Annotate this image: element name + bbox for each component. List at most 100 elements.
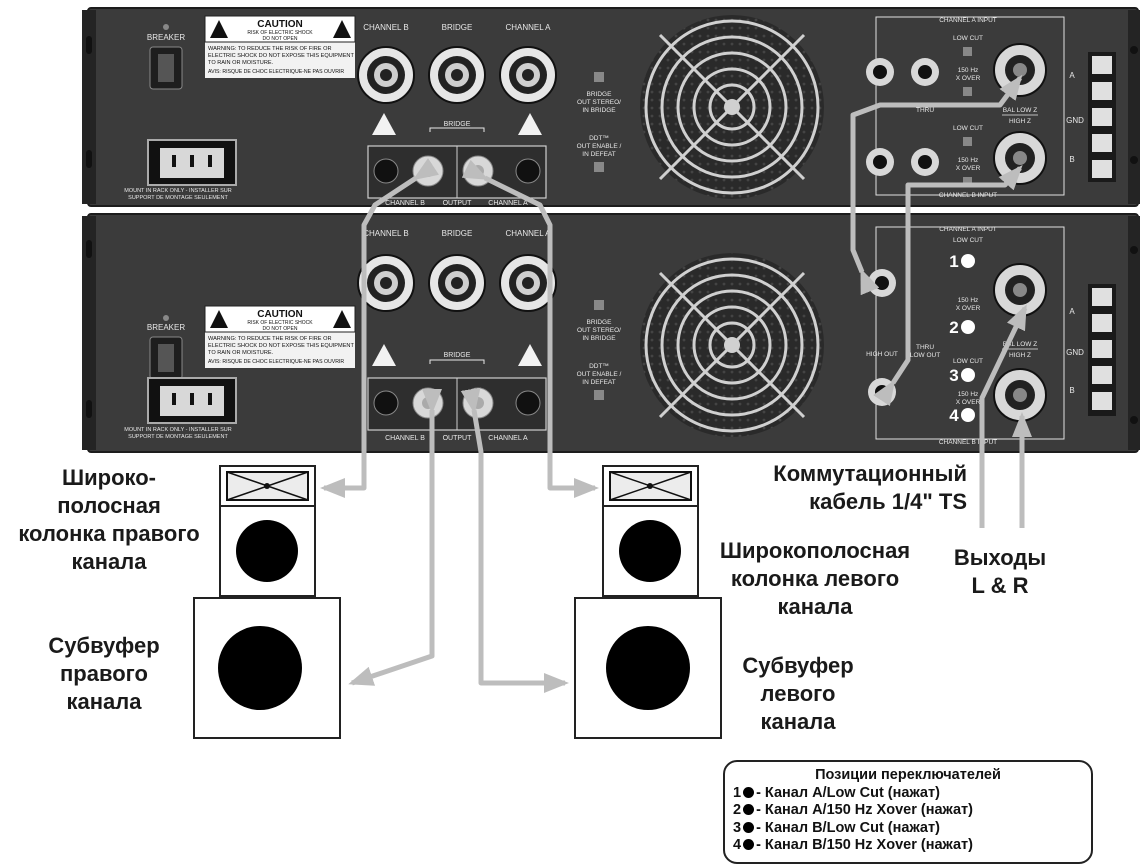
- svg-text:BREAKER: BREAKER: [147, 323, 185, 332]
- right-subwoofer: [194, 598, 340, 738]
- legend-item: 3- Канал B/Low Cut (нажат): [733, 820, 1083, 838]
- upper-jack-a-2[interactable]: [911, 58, 939, 86]
- left-subwoofer-label: Субвуфер левого канала: [718, 652, 878, 736]
- svg-text:DDT™: DDT™: [589, 363, 609, 370]
- upper-rack-ear-right: [1128, 10, 1140, 204]
- lower-high-out-jack[interactable]: [868, 269, 896, 297]
- svg-text:WARNING: TO REDUCE THE RISK OF: WARNING: TO REDUCE THE RISK OF FIRE OR: [208, 46, 332, 52]
- dot-icon: [743, 787, 754, 798]
- upper-jack-b-1[interactable]: [866, 148, 894, 176]
- svg-text:GND: GND: [1066, 116, 1084, 125]
- upper-speakon-bridge[interactable]: [429, 47, 485, 103]
- svg-text:OUTPUT: OUTPUT: [443, 200, 473, 207]
- svg-text:DDT™: DDT™: [589, 135, 609, 142]
- legend-item: 1- Канал A/Low Cut (нажат): [733, 785, 1083, 803]
- dot-icon: [743, 839, 754, 850]
- svg-text:CHANNEL B: CHANNEL B: [363, 229, 409, 238]
- svg-text:150 Hz: 150 Hz: [958, 297, 979, 304]
- upper-speakon-channel-a[interactable]: [500, 47, 556, 103]
- svg-text:IN DEFEAT: IN DEFEAT: [582, 379, 615, 386]
- svg-text:LOW CUT: LOW CUT: [953, 35, 983, 42]
- right-full-range-speaker: [220, 466, 315, 596]
- svg-text:X OVER: X OVER: [956, 305, 981, 312]
- right-subwoofer-label: Субвуфер правого канала: [20, 632, 188, 716]
- svg-text:150 Hz: 150 Hz: [958, 67, 979, 74]
- svg-text:DO NOT OPEN: DO NOT OPEN: [263, 36, 298, 42]
- svg-text:TO RAIN OR MOISTURE.: TO RAIN OR MOISTURE.: [208, 350, 274, 356]
- legend-title: Позиции переключателей: [733, 767, 1083, 785]
- lower-ddt-switch[interactable]: [594, 390, 604, 400]
- lower-xlr-a[interactable]: [994, 264, 1046, 316]
- svg-text:1: 1: [949, 252, 958, 271]
- svg-text:X OVER: X OVER: [956, 399, 981, 406]
- svg-text:LOW OUT: LOW OUT: [910, 352, 940, 359]
- svg-text:LOW CUT: LOW CUT: [953, 358, 983, 365]
- upper-breaker-label: BREAKER: [147, 33, 185, 42]
- svg-text:150 Hz: 150 Hz: [958, 391, 979, 398]
- upper-xlr-b[interactable]: [994, 132, 1046, 184]
- svg-text:DO NOT OPEN: DO NOT OPEN: [263, 326, 298, 332]
- svg-text:CHANNEL A: CHANNEL A: [488, 435, 528, 442]
- upper-ddt-switch[interactable]: [594, 162, 604, 172]
- switch-positions-legend: Позиции переключателей 1- Канал A/Low Cu…: [723, 760, 1093, 864]
- svg-text:A: A: [1069, 307, 1075, 316]
- svg-text:X OVER: X OVER: [956, 165, 981, 172]
- svg-text:THRU: THRU: [916, 107, 934, 114]
- svg-text:B: B: [1069, 155, 1074, 164]
- svg-text:OUTPUT: OUTPUT: [443, 435, 473, 442]
- svg-text:4: 4: [949, 406, 959, 425]
- dot-icon: [743, 804, 754, 815]
- svg-text:CHANNEL A: CHANNEL A: [505, 229, 551, 238]
- svg-text:AVIS: RISQUE DE CHOC ELECTRIQU: AVIS: RISQUE DE CHOC ELECTRIQUE-NE PAS O…: [208, 359, 344, 365]
- svg-text:3: 3: [949, 366, 958, 385]
- lower-fan: [640, 253, 824, 437]
- svg-text:HIGH OUT: HIGH OUT: [866, 351, 898, 358]
- left-full-range-speaker: [603, 466, 698, 596]
- upper-speakon-channel-b[interactable]: [358, 47, 414, 103]
- svg-text:IN DEFEAT: IN DEFEAT: [582, 151, 615, 158]
- upper-bridge-switch[interactable]: [594, 72, 604, 82]
- svg-text:BRIDGE: BRIDGE: [587, 319, 613, 326]
- lower-speakon-bridge[interactable]: [429, 255, 485, 311]
- svg-text:IN BRIDGE: IN BRIDGE: [582, 335, 616, 342]
- svg-text:ELECTRIC SHOCK DO NOT EXPOSE T: ELECTRIC SHOCK DO NOT EXPOSE THIS EQUIPM…: [208, 53, 354, 59]
- svg-text:BRIDGE: BRIDGE: [444, 121, 471, 128]
- svg-text:HIGH Z: HIGH Z: [1009, 118, 1031, 125]
- upper-fan: [640, 15, 824, 199]
- svg-text:LOW CUT: LOW CUT: [953, 237, 983, 244]
- svg-text:TO RAIN OR MOISTURE.: TO RAIN OR MOISTURE.: [208, 60, 274, 66]
- svg-text:CHANNEL A: CHANNEL A: [505, 23, 551, 32]
- svg-text:BRIDGE: BRIDGE: [442, 229, 473, 238]
- svg-text:THRU: THRU: [916, 344, 934, 351]
- svg-text:BRIDGE: BRIDGE: [442, 23, 473, 32]
- dot-icon: [743, 822, 754, 833]
- upper-xlr-a[interactable]: [994, 44, 1046, 96]
- svg-text:ELECTRIC SHOCK DO NOT EXPOSE T: ELECTRIC SHOCK DO NOT EXPOSE THIS EQUIPM…: [208, 343, 354, 349]
- upper-low-cut-b-switch[interactable]: [963, 137, 972, 146]
- svg-text:OUT ENABLE /: OUT ENABLE /: [577, 371, 622, 378]
- lower-bridge-switch[interactable]: [594, 300, 604, 310]
- svg-text:2: 2: [949, 318, 958, 337]
- upper-terminal-strip[interactable]: [1088, 52, 1116, 182]
- svg-text:BAL LOW Z: BAL LOW Z: [1003, 107, 1037, 114]
- svg-text:CAUTION: CAUTION: [257, 19, 303, 30]
- svg-text:OUT STEREO/: OUT STEREO/: [577, 99, 621, 106]
- svg-text:MOUNT IN RACK ONLY - INSTALLER: MOUNT IN RACK ONLY - INSTALLER SUR: [124, 427, 232, 433]
- legend-item: 2- Канал A/150 Hz Xover (нажат): [733, 802, 1083, 820]
- svg-text:CAUTION: CAUTION: [257, 309, 303, 320]
- right-full-range-label: Широко- полосная колонка правого канала: [0, 464, 218, 576]
- svg-text:X OVER: X OVER: [956, 75, 981, 82]
- patch-cable-label: Коммутационный кабель 1/4" TS: [697, 460, 967, 516]
- upper-low-cut-a-switch[interactable]: [963, 47, 972, 56]
- svg-text:SUPPORT DE MONTAGE SEULEMENT: SUPPORT DE MONTAGE SEULEMENT: [128, 434, 228, 440]
- upper-jack-a-1[interactable]: [866, 58, 894, 86]
- svg-text:B: B: [1069, 386, 1074, 395]
- upper-jack-b-2[interactable]: [911, 148, 939, 176]
- svg-text:AVIS: RISQUE DE CHOC ELECTRIQU: AVIS: RISQUE DE CHOC ELECTRIQUE-NE PAS O…: [208, 69, 344, 75]
- svg-text:CHANNEL B INPUT: CHANNEL B INPUT: [939, 439, 997, 446]
- lower-xlr-b[interactable]: [994, 369, 1046, 421]
- upper-xover-a-switch[interactable]: [963, 87, 972, 96]
- lr-outputs-label: Выходы L & R: [930, 544, 1070, 600]
- lower-terminal-strip[interactable]: [1088, 284, 1116, 416]
